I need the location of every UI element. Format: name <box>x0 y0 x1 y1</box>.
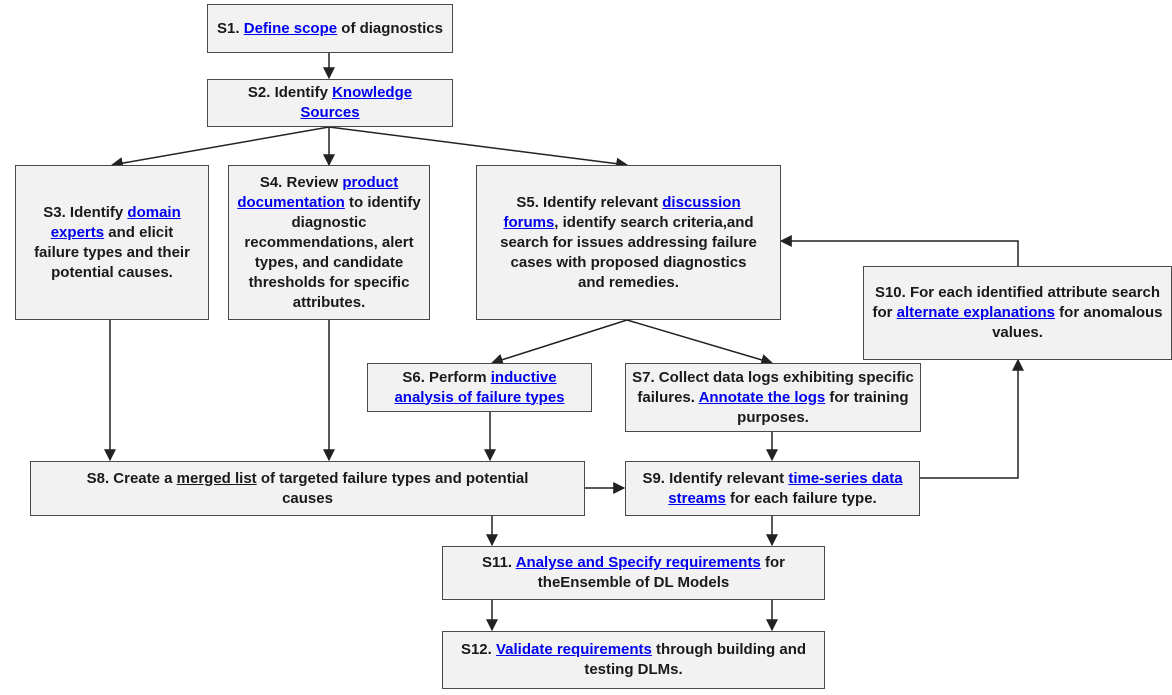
step-s5-text-end: , identify search criteria,and search fo… <box>500 213 757 291</box>
step-s9: S9. Identify relevant time-series data s… <box>625 461 920 516</box>
domain-experts-link[interactable]: domain experts <box>50 203 181 241</box>
step-s10-text-end: for anomalous values. <box>992 304 1163 341</box>
step-s2-text: S2. Identify <box>247 84 333 101</box>
step-s9-text-end: for each failure type. <box>725 489 877 507</box>
step-s3-text-end: and elicit failure types and their poten… <box>34 223 190 281</box>
arrow-s5-s7 <box>626 319 774 366</box>
discussion-forums-link[interactable]: discussion forums <box>503 193 741 231</box>
define-scope-link[interactable]: Define scope <box>243 19 338 37</box>
step-s3-text: S3. Identify <box>43 203 128 221</box>
step-s12-text: S12. <box>460 641 496 658</box>
knowledge-sources-link[interactable]: Knowledge Sources <box>300 84 413 121</box>
step-s9-text: S9. Identify relevant <box>642 469 789 487</box>
step-s11: S11. Analyse and Specify requirements fo… <box>442 546 825 600</box>
step-s7: S7. Collect data logs exhibiting specifi… <box>625 363 921 432</box>
step-s4: S4. Review product documentation to iden… <box>228 165 430 320</box>
step-s4-text: S4. Review <box>259 173 343 191</box>
step-s12-text-end: through building and testing DLMs. <box>584 641 807 678</box>
step-s11-text-end: for theEnsemble of DL Models <box>537 554 785 591</box>
step-s7-text: S7. Collect data logs exhibiting specifi… <box>632 368 914 406</box>
validate-requirements-link[interactable]: Validate requirements <box>495 641 652 658</box>
step-s8-text-end: of targeted failure types and potential … <box>256 469 529 507</box>
step-s4-text-end: to identify diagnostic recommendations, … <box>244 193 421 311</box>
step-s10-text: S10. For each identified attribute searc… <box>872 284 1161 321</box>
arrow-s10-s5 <box>779 235 1019 266</box>
step-s11-text: S11. <box>482 554 516 571</box>
step-s1: S1. Define scope of diagnostics <box>207 4 453 53</box>
merged-list-text: merged list <box>176 469 257 487</box>
alternate-explanations-link[interactable]: alternate explanations <box>896 304 1056 321</box>
annotate-logs-link[interactable]: Annotate the logs <box>698 388 826 406</box>
arrow-s9-s10 <box>920 358 1024 479</box>
step-s1-text-end: of diagnostics <box>337 19 443 37</box>
step-s8-text: S8. Create a <box>86 469 177 487</box>
step-s5-text: S5. Identify relevant <box>516 193 663 211</box>
arrow-s2-s5 <box>328 126 629 170</box>
time-series-streams-link[interactable]: time-series data streams <box>668 469 903 507</box>
step-s7-text-end: for training purposes. <box>737 388 909 426</box>
arrow-s5-s6 <box>490 319 628 366</box>
step-s8: S8. Create a merged list of targeted fai… <box>30 461 585 516</box>
step-s12: S12. Validate requirements through build… <box>442 631 825 689</box>
inductive-analysis-link[interactable]: inductive analysis of failure types <box>394 368 565 406</box>
step-s3: S3. Identify domain experts and elicit f… <box>15 165 209 320</box>
step-s5: S5. Identify relevant discussion forums,… <box>476 165 781 320</box>
step-s6-text: S6. Perform <box>402 368 491 386</box>
step-s6: S6. Perform inductive analysis of failur… <box>367 363 592 412</box>
product-documentation-link[interactable]: product documentation <box>237 173 399 211</box>
arrow-s2-s3 <box>110 126 330 170</box>
step-s2: S2. Identify Knowledge Sources <box>207 79 453 127</box>
analyse-specify-link[interactable]: Analyse and Specify requirements <box>515 554 761 571</box>
step-s10: S10. For each identified attribute searc… <box>863 266 1172 360</box>
step-s1-text: S1. <box>217 19 244 37</box>
